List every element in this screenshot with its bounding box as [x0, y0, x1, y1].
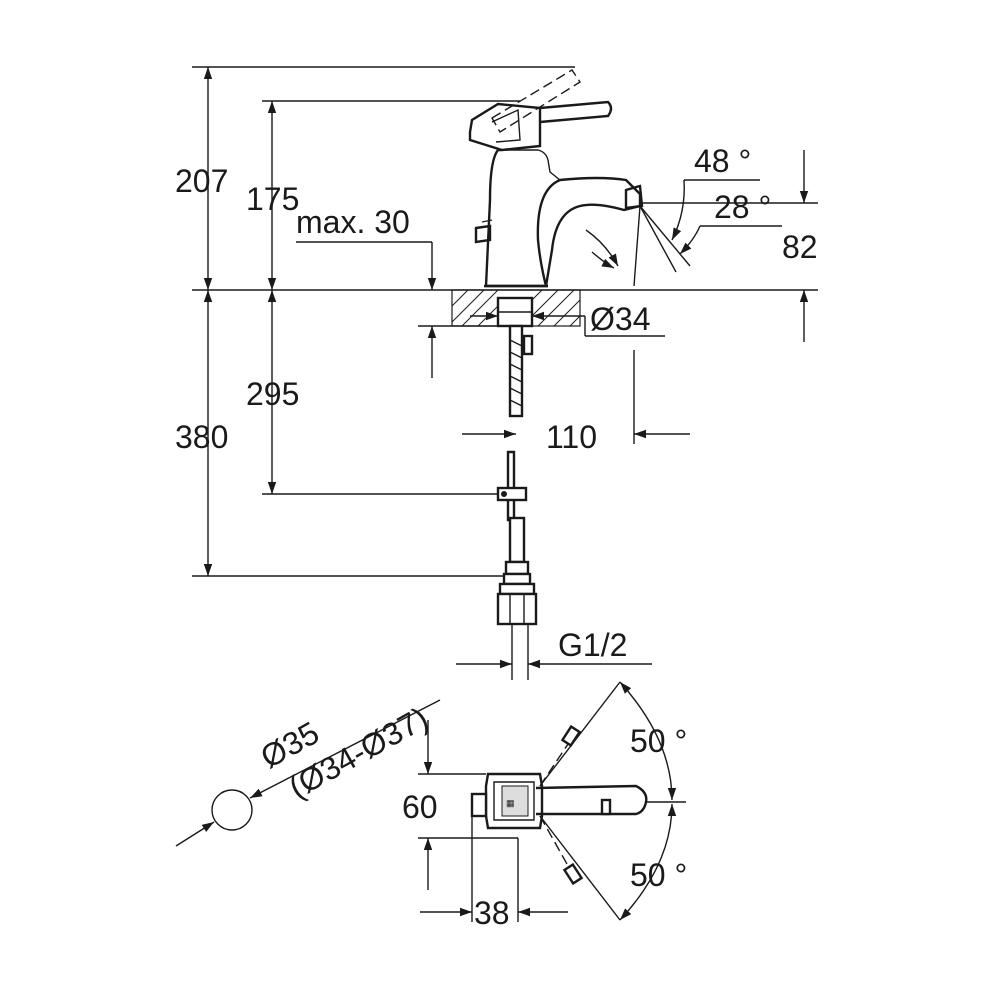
label-295: 295 [246, 376, 299, 412]
faucet-side-view [468, 69, 644, 288]
dimension-projection: 110 [462, 350, 690, 455]
dimension-lever-height: 175 [246, 100, 520, 290]
dimension-hose-length: 380 [175, 290, 506, 577]
label-50-upper: 50 ° [630, 723, 687, 759]
label-175: 175 [246, 181, 299, 217]
label-82: 82 [782, 229, 818, 265]
rod-clamp [496, 450, 528, 522]
label-380: 380 [175, 419, 228, 455]
label-28: 28 ° [714, 189, 771, 225]
faucet-top-view: ▦ 50 ° 50 ° [470, 681, 687, 921]
dimension-overall-height: 207 [175, 66, 575, 290]
label-50-lower: 50 ° [630, 857, 687, 893]
label-60: 60 [402, 789, 438, 825]
label-max-30: max. 30 [296, 204, 410, 240]
spout-angles: 48 ° 28 ° [585, 143, 782, 287]
label-48: 48 ° [694, 143, 751, 179]
dimension-base-depth: 60 [402, 720, 518, 890]
label-38: 38 [474, 895, 510, 931]
hole-size-detail: Ø35 (Ø34-Ø37) [175, 699, 441, 847]
supply-hose [496, 516, 538, 680]
dimension-max-thickness: max. 30 [296, 204, 500, 378]
tailpiece [508, 324, 534, 418]
counter-section: Ø34 [451, 289, 665, 337]
label-207: 207 [175, 163, 228, 199]
label-g12: G1/2 [558, 627, 627, 663]
top-view-logo: ▦ [506, 798, 515, 808]
label-110: 110 [546, 419, 597, 455]
dimension-spout-height: 82 [642, 150, 818, 342]
dimension-thread: G1/2 [456, 627, 652, 669]
dimension-tail-length: 295 [246, 290, 500, 495]
dimension-base-width: 38 [420, 816, 568, 931]
label-d34: Ø34 [590, 301, 650, 337]
